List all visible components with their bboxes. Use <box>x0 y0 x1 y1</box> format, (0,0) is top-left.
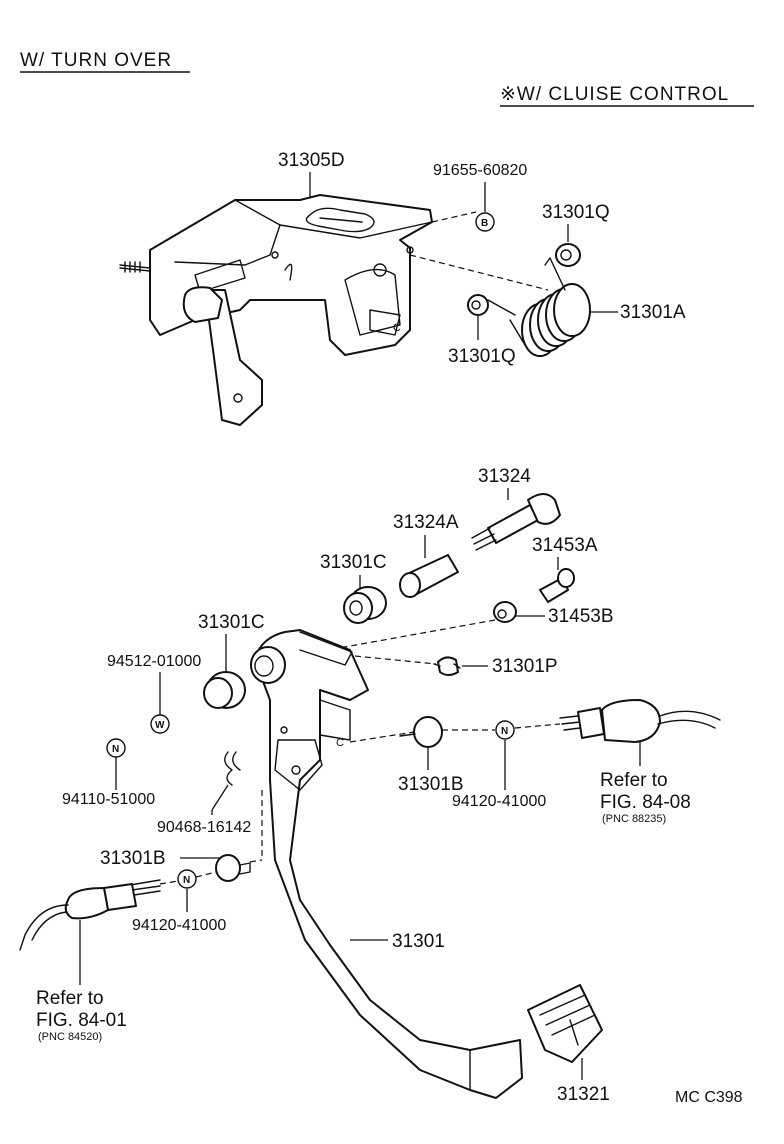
label-31301Q-top: 31301Q <box>542 202 610 223</box>
ref-left-line3: (PNC 84520) <box>38 1031 102 1043</box>
ref-left-line1: Refer to <box>36 988 104 1009</box>
bushing-31453B <box>493 601 517 623</box>
ref-left-line2: FIG. 84-01 <box>36 1010 127 1031</box>
dash-switch <box>514 723 561 729</box>
pedal-pad-31321 <box>527 984 603 1063</box>
dash-31301P <box>344 654 437 665</box>
symbol-w-text: W <box>155 720 165 731</box>
label-94110-51000: 94110-51000 <box>62 791 155 808</box>
label-94120-41000-center: 94120-41000 <box>452 793 546 810</box>
label-31301C-lower: 31301C <box>198 612 265 633</box>
svg-text:C: C <box>393 322 401 334</box>
ref-right-line1: Refer to <box>600 770 668 791</box>
header-turn-over: W/ TURN OVER <box>20 50 172 71</box>
label-31301B-left: 31301B <box>100 848 166 869</box>
nut-n-symbol-lower <box>177 869 197 889</box>
label-91655-60820: 91655-60820 <box>433 162 527 179</box>
label-31301P: 31301P <box>492 656 558 677</box>
label-94120-41000-left: 94120-41000 <box>132 917 226 934</box>
pivot-bolt-31324 <box>471 493 561 551</box>
symbol-n-text-center: N <box>501 726 508 737</box>
clutch-pedal-31301: C <box>250 629 523 1099</box>
symbol-n-text-lower: N <box>183 875 190 886</box>
bushing-31301Q-bottom <box>467 294 516 316</box>
leader-90468 <box>211 784 229 811</box>
washer-w-symbol <box>150 714 170 734</box>
symbol-n-text-left: N <box>112 744 119 755</box>
bushing-31301C-lower <box>203 671 246 709</box>
label-31301B-center: 31301B <box>398 774 464 795</box>
return-spring-31301A <box>509 257 591 357</box>
ref-right-line2: FIG. 84-08 <box>600 792 691 813</box>
label-90468-16142: 90468-16142 <box>157 819 251 836</box>
dash-31301B-left <box>249 859 263 863</box>
symbol-b-text: B <box>481 218 488 229</box>
label-31321: 31321 <box>557 1084 610 1105</box>
switch-left <box>19 879 161 951</box>
nut-n-symbol-center <box>495 720 515 740</box>
bushing-31301Q-top <box>555 243 581 267</box>
label-31324A: 31324A <box>393 512 459 533</box>
label-31301A: 31301A <box>620 302 686 323</box>
dash-spring <box>409 254 549 291</box>
stopper-31301B-center <box>399 716 443 748</box>
label-31453B: 31453B <box>548 606 614 627</box>
dash-n-left <box>159 871 217 885</box>
collar-31324A <box>399 554 459 598</box>
dash-91655 <box>431 211 477 223</box>
label-31301: 31301 <box>392 931 445 952</box>
label-31305D: 31305D <box>278 150 345 171</box>
svg-text:C: C <box>336 737 344 749</box>
cruise-switch-right <box>559 699 721 743</box>
bushing-31301C-upper <box>343 586 387 624</box>
stopper-31301B-left <box>215 854 251 882</box>
header-cruise-control: ※W/ CLUISE CONTROL <box>500 84 729 105</box>
ref-right-line3: (PNC 88235) <box>602 813 666 825</box>
dash-31301B-center <box>349 731 415 743</box>
clip-90468 <box>224 751 241 786</box>
clip-31301P <box>433 656 461 676</box>
pin-31453A <box>539 568 575 603</box>
bolt-b-symbol <box>475 212 495 232</box>
diagram-code: MC C398 <box>675 1089 743 1106</box>
label-94512-01000: 94512-01000 <box>107 653 201 670</box>
label-31324: 31324 <box>478 466 531 487</box>
label-31301C-upper: 31301C <box>320 552 387 573</box>
pedal-bracket: C <box>119 194 433 426</box>
label-31453A: 31453A <box>532 535 598 556</box>
label-31301Q-bottom: 31301Q <box>448 346 516 367</box>
